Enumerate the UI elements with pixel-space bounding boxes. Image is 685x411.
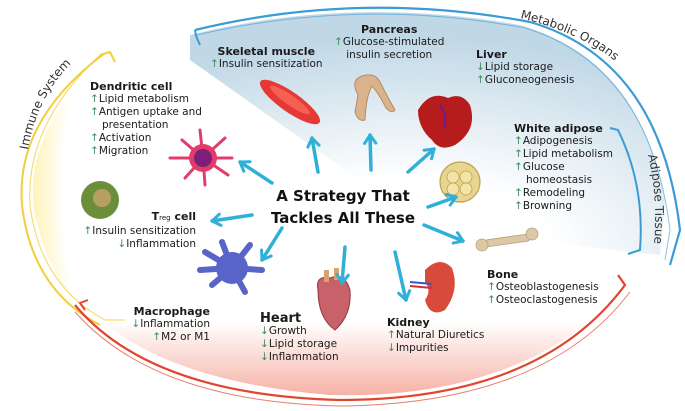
metabolic-arc-cap: [194, 29, 201, 46]
treg-title-subscript: reg: [159, 214, 171, 222]
center-title-line2: Tackles All These: [270, 209, 416, 227]
bottom-arc-outer: [74, 274, 627, 402]
effect-item: Growth: [260, 325, 339, 338]
effect-item: Lipid storage: [260, 338, 339, 351]
effect-item: Insulin sensitization: [210, 58, 323, 71]
effect-item: homeostasis: [526, 174, 593, 186]
white-adipose-label: White adipose Adipogenesis Lipid metabol…: [514, 122, 613, 213]
pancreas-illustration: [354, 74, 396, 121]
metabolic-arc-inner: [196, 13, 671, 261]
effect-item: Inflammation: [78, 238, 196, 251]
liver-illustration: [418, 95, 473, 148]
arrow-to-macrophage: [260, 226, 284, 262]
bone-title: Bone: [487, 268, 519, 281]
immune-arc-inner: [29, 54, 125, 321]
liver-label: Liver Lipid storage Gluconeogenesis: [476, 48, 574, 87]
treg-cell-illustration: [81, 181, 119, 219]
effect-item: Browning: [514, 200, 613, 213]
arrows-group: [210, 133, 465, 302]
kidney-illustration: [409, 261, 455, 313]
bone-illustration: [475, 227, 539, 252]
effect-item: Natural Diuretics: [387, 329, 485, 342]
center-title-line1: A Strategy That: [276, 187, 410, 205]
heart-label: Heart Growth Lipid storage Inflammation: [260, 312, 339, 364]
bottom-region: [80, 290, 625, 396]
dendritic-cell-title: Dendritic cell: [90, 80, 173, 93]
arrow-to-treg-cell: [210, 212, 254, 227]
skeletal-muscle-illustration: [259, 79, 321, 125]
arrow-to-liver: [406, 147, 436, 174]
effect-item: Glucose-stimulated: [334, 36, 445, 49]
treg-title-main: T: [151, 210, 160, 223]
dendritic-cell-label: Dendritic cell Lipid metabolism Antigen …: [90, 80, 202, 158]
macrophage-illustration: [197, 239, 265, 295]
effect-item: Insulin sensitization: [78, 225, 196, 238]
effect-item: Lipid metabolism: [514, 148, 613, 161]
effect-item: Glucose: [514, 161, 613, 174]
effect-item: Impurities: [387, 342, 484, 355]
white-adipose-title: White adipose: [514, 122, 603, 135]
effect-item: Gluconeogenesis: [476, 74, 575, 87]
effect-item: M2 or M1: [118, 331, 210, 344]
liver-title: Liver: [476, 48, 507, 61]
arrow-to-dendritic-cell: [238, 160, 274, 185]
macrophage-title: Macrophage: [133, 305, 210, 318]
effect-item: Inflammation: [260, 351, 339, 364]
arrow-to-white-adipose: [426, 192, 458, 209]
effect-item: Osteoclastogenesis: [487, 294, 599, 307]
heart-title: Heart: [260, 311, 302, 326]
treg-cell-label: Treg cell Insulin sensitization Inflamma…: [78, 210, 196, 251]
bone-label: Bone Osteoblastogenesis Osteoclastogenes…: [487, 268, 599, 307]
skeletal-muscle-label: Skeletal muscle Insulin sensitization: [210, 45, 323, 71]
effect-item: Remodeling: [514, 187, 613, 200]
immune-arc-cap: [99, 50, 116, 63]
effect-item: Lipid storage: [476, 61, 574, 74]
effect-item: Antigen uptake and: [90, 106, 202, 119]
immune-arc-outer: [20, 52, 106, 326]
effect-item: Inflammation: [118, 318, 210, 331]
arrow-to-skeletal-muscle: [306, 136, 321, 174]
bottom-arc-cap: [78, 299, 89, 311]
arrow-to-heart: [335, 245, 350, 285]
treg-cell-title: Treg cell: [78, 210, 196, 225]
effect-item: insulin secretion: [346, 49, 433, 61]
skeletal-muscle-title: Skeletal muscle: [217, 45, 316, 58]
adipose-bracket: [609, 127, 642, 255]
effect-item: Migration: [90, 145, 202, 158]
effect-item: Osteoblastogenesis: [487, 281, 599, 294]
treg-title-rest: cell: [170, 210, 196, 223]
pancreas-label: Pancreas Glucose-stimulated insulin secr…: [334, 23, 445, 62]
effect-item: Lipid metabolism: [90, 93, 202, 106]
macrophage-label: Macrophage Inflammation M2 or M1: [118, 305, 210, 344]
effect-item: Activation: [90, 132, 202, 145]
white-adipose-illustration: [439, 161, 481, 203]
kidney-label: Kidney Natural Diuretics Impurities: [387, 316, 484, 355]
immune-region: [32, 55, 110, 325]
arrow-to-pancreas: [363, 133, 378, 172]
bottom-arc-inner: [74, 291, 631, 407]
metabolic-arc-outer: [194, 6, 682, 266]
effect-item: Adipogenesis: [514, 135, 613, 148]
arrow-to-kidney: [393, 250, 412, 302]
arrow-to-bone: [422, 223, 465, 245]
pancreas-title: Pancreas: [361, 23, 418, 36]
central-strategy-title: A Strategy That Tackles All These: [268, 185, 418, 229]
kidney-title: Kidney: [387, 316, 430, 329]
effect-item: presentation: [102, 119, 169, 131]
